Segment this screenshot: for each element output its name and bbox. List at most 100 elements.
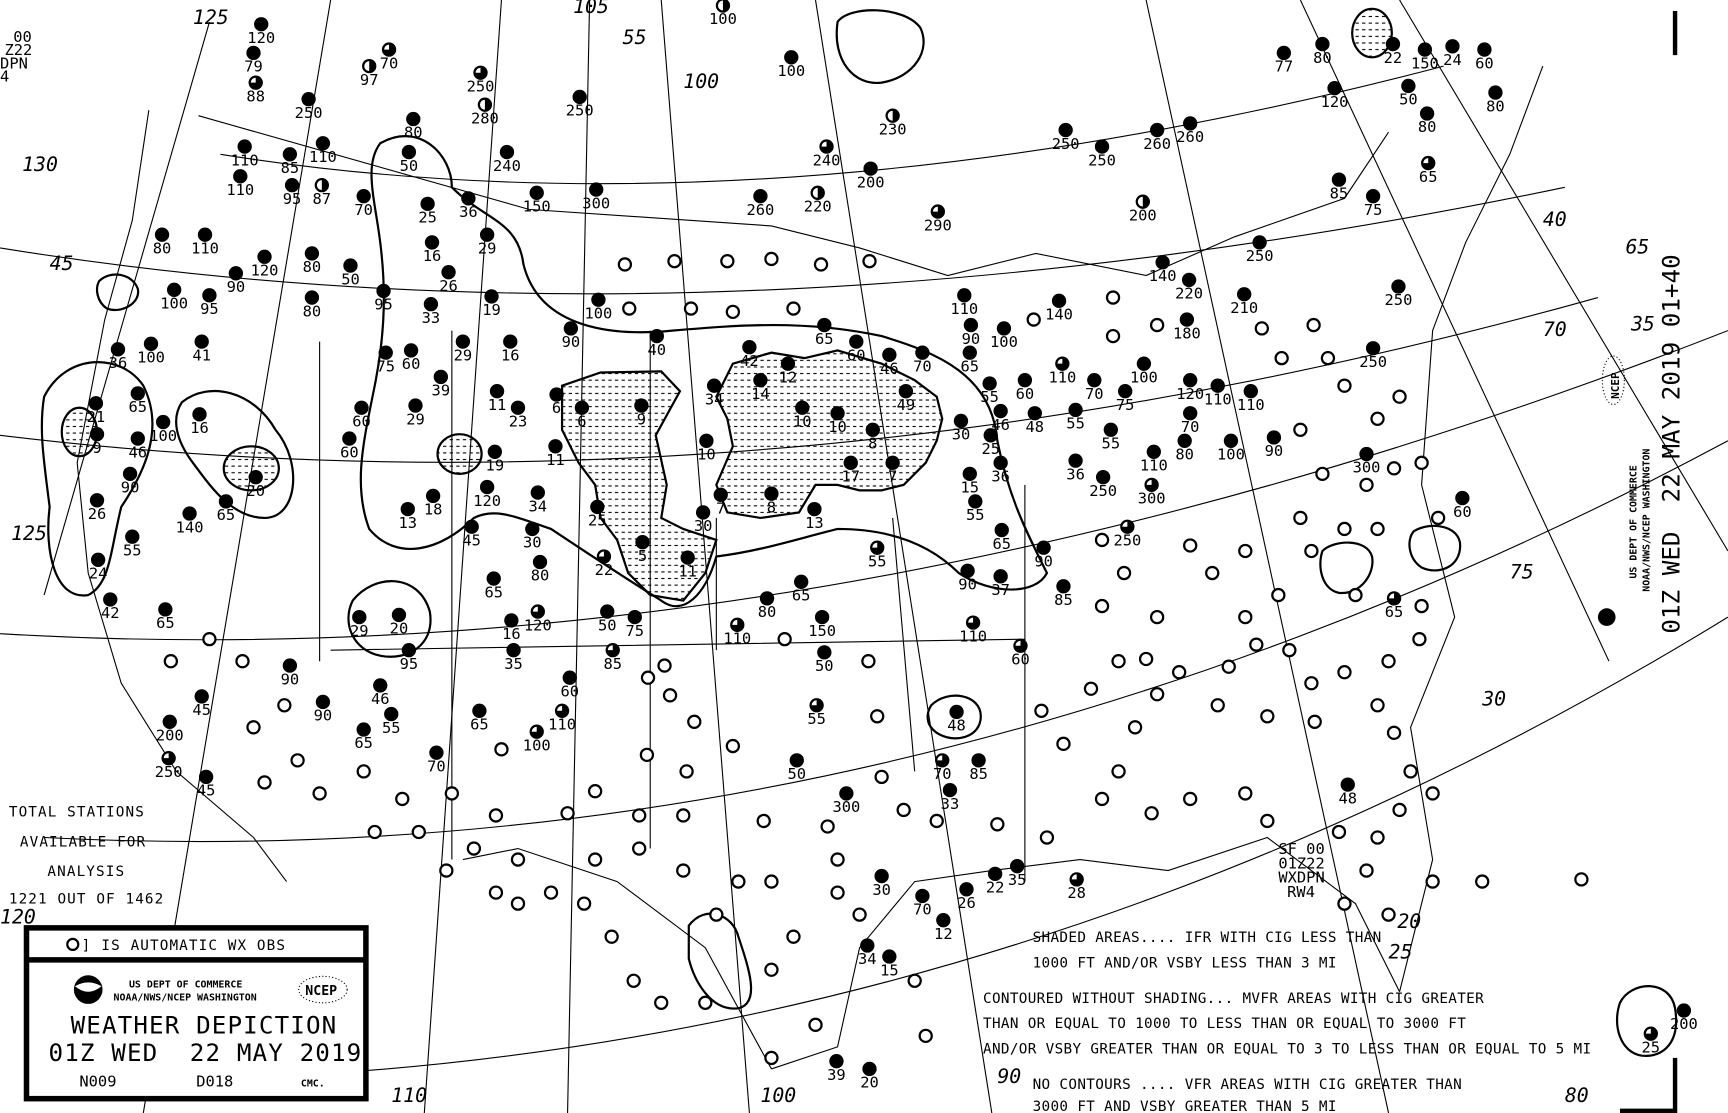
station-ceiling-label: 10 bbox=[793, 412, 812, 430]
station-ceiling-label: 13 bbox=[805, 514, 824, 532]
station-ceiling-label: 23 bbox=[509, 412, 528, 430]
station-plot bbox=[246, 720, 261, 735]
station-ceiling-label: 110 bbox=[1204, 390, 1232, 408]
station-plot bbox=[1111, 654, 1126, 669]
sky-cover-overcast-icon bbox=[464, 519, 479, 534]
station-ceiling-label: 45 bbox=[462, 531, 481, 549]
grid-label: 100 bbox=[683, 70, 719, 93]
station-ceiling-label: 12 bbox=[934, 925, 953, 943]
station-plot bbox=[1370, 521, 1385, 537]
ifr-shaded-areas bbox=[60, 7, 1393, 602]
station-ceiling-label: 5 bbox=[638, 547, 647, 565]
sky-cover-broken-icon bbox=[809, 698, 824, 713]
sky-cover-clear-icon bbox=[587, 784, 603, 799]
sky-cover-clear-icon bbox=[1337, 378, 1352, 393]
station-plot bbox=[706, 378, 722, 393]
station-plot bbox=[632, 841, 647, 856]
station-plot bbox=[257, 775, 272, 790]
mvfr-contour-texas-south bbox=[687, 912, 753, 1010]
station-plot bbox=[401, 144, 417, 160]
station-plot bbox=[488, 808, 504, 823]
station-plot bbox=[1118, 384, 1133, 399]
station-plot bbox=[408, 398, 423, 413]
sky-cover-overcast-icon bbox=[487, 444, 502, 459]
station-ceiling-label: 46 bbox=[991, 416, 1010, 434]
sky-cover-overcast-icon bbox=[1243, 384, 1258, 399]
sky-cover-overcast-icon bbox=[1177, 433, 1192, 448]
station-ceiling-label: 34 bbox=[858, 950, 877, 968]
station-plot bbox=[817, 317, 832, 333]
station-plot bbox=[425, 488, 441, 504]
sky-cover-clear-icon bbox=[1381, 654, 1396, 669]
sky-cover-overcast-icon bbox=[254, 17, 269, 32]
sky-cover-overcast-icon bbox=[356, 188, 371, 204]
station-ceiling-label: 16 bbox=[502, 625, 521, 643]
sky-cover-overcast-icon bbox=[1118, 384, 1133, 399]
station-plot bbox=[154, 227, 170, 242]
grid-label: 55 bbox=[623, 26, 647, 49]
side-agency-line1: US DEPT OF COMMERCE bbox=[1628, 465, 1639, 578]
station-ceiling-label: 6 bbox=[577, 412, 586, 430]
sky-cover-overcast-icon bbox=[1056, 579, 1071, 594]
sky-cover-overcast-icon bbox=[423, 296, 439, 312]
sky-cover-clear-icon bbox=[813, 257, 829, 272]
sky-cover-clear-icon bbox=[1138, 651, 1154, 667]
station-ceiling-label: 9 bbox=[92, 439, 101, 457]
sky-cover-clear-icon bbox=[488, 808, 504, 823]
station-ceiling-label: 88 bbox=[246, 87, 265, 105]
sky-cover-overcast-icon bbox=[839, 786, 854, 801]
sky-cover-overcast-icon bbox=[401, 643, 417, 658]
station-ceiling-label: 60 bbox=[560, 682, 579, 700]
mvfr-contour-idaho bbox=[175, 389, 295, 520]
station-ceiling-label: 80 bbox=[1418, 118, 1437, 136]
station-plot bbox=[89, 493, 105, 508]
mvfr-contour-virginia bbox=[1408, 524, 1462, 572]
grid-label: 105 bbox=[573, 0, 609, 18]
station-plot bbox=[1183, 116, 1198, 131]
station-ceiling-label: 300 bbox=[582, 194, 610, 212]
sky-cover-clear-icon bbox=[786, 301, 801, 316]
sky-cover-overcast-icon bbox=[600, 604, 615, 619]
sky-cover-overcast-icon bbox=[742, 339, 757, 355]
station-ceiling-label: 25 bbox=[588, 512, 607, 530]
station-plot bbox=[356, 722, 371, 737]
sky-cover-overcast-icon bbox=[713, 487, 728, 502]
station-ceiling-label: 24 bbox=[89, 565, 108, 583]
station-ceiling-label: 22 bbox=[1384, 49, 1403, 67]
station-plot bbox=[1425, 874, 1440, 889]
sky-cover-overcast-icon bbox=[484, 289, 499, 304]
station-plot bbox=[1254, 321, 1269, 336]
sky-cover-clear-icon bbox=[235, 654, 250, 669]
station-plot bbox=[587, 784, 603, 799]
station-ceiling-label: 250 bbox=[1089, 482, 1117, 500]
sky-cover-overcast-icon bbox=[993, 569, 1008, 584]
station-ceiling-label: 19 bbox=[486, 457, 505, 475]
sky-cover-clear-icon bbox=[1210, 698, 1225, 713]
product-id: SF 00 01Z22 WXDPN RW4 bbox=[1278, 840, 1324, 901]
station-ceiling-label: 22 bbox=[986, 879, 1005, 897]
grid-label: 45 bbox=[50, 252, 74, 275]
legend-mvfr-line1: CONTOURED WITHOUT SHADING... MVFR AREAS … bbox=[983, 991, 1484, 1007]
sky-cover-clear-icon bbox=[494, 742, 509, 757]
sky-cover-overcast-icon bbox=[425, 488, 441, 504]
station-plot bbox=[403, 343, 419, 358]
ifr-area-northern-plains bbox=[560, 370, 718, 602]
station-plot bbox=[617, 257, 633, 272]
station-ceiling-label: 65 bbox=[354, 734, 373, 752]
sky-cover-overcast-icon bbox=[993, 455, 1008, 470]
valid-time: 01Z WED 22 MAY 2019 bbox=[49, 1038, 363, 1067]
sky-cover-overcast-icon bbox=[949, 704, 964, 720]
station-plot bbox=[820, 819, 835, 834]
station-plot bbox=[1337, 896, 1352, 911]
product-id-line2: 01Z22 bbox=[1278, 854, 1324, 872]
sky-cover-overcast-icon bbox=[218, 494, 234, 509]
sky-cover-scattered-icon bbox=[810, 185, 825, 201]
sky-cover-clear-icon bbox=[777, 631, 792, 647]
sky-cover-clear-icon bbox=[1414, 598, 1429, 614]
station-plot bbox=[949, 704, 964, 720]
station-plot bbox=[1359, 446, 1374, 462]
station-plot bbox=[753, 188, 768, 204]
sky-cover-broken-icon bbox=[605, 643, 620, 658]
sky-cover-clear-icon bbox=[676, 808, 691, 823]
